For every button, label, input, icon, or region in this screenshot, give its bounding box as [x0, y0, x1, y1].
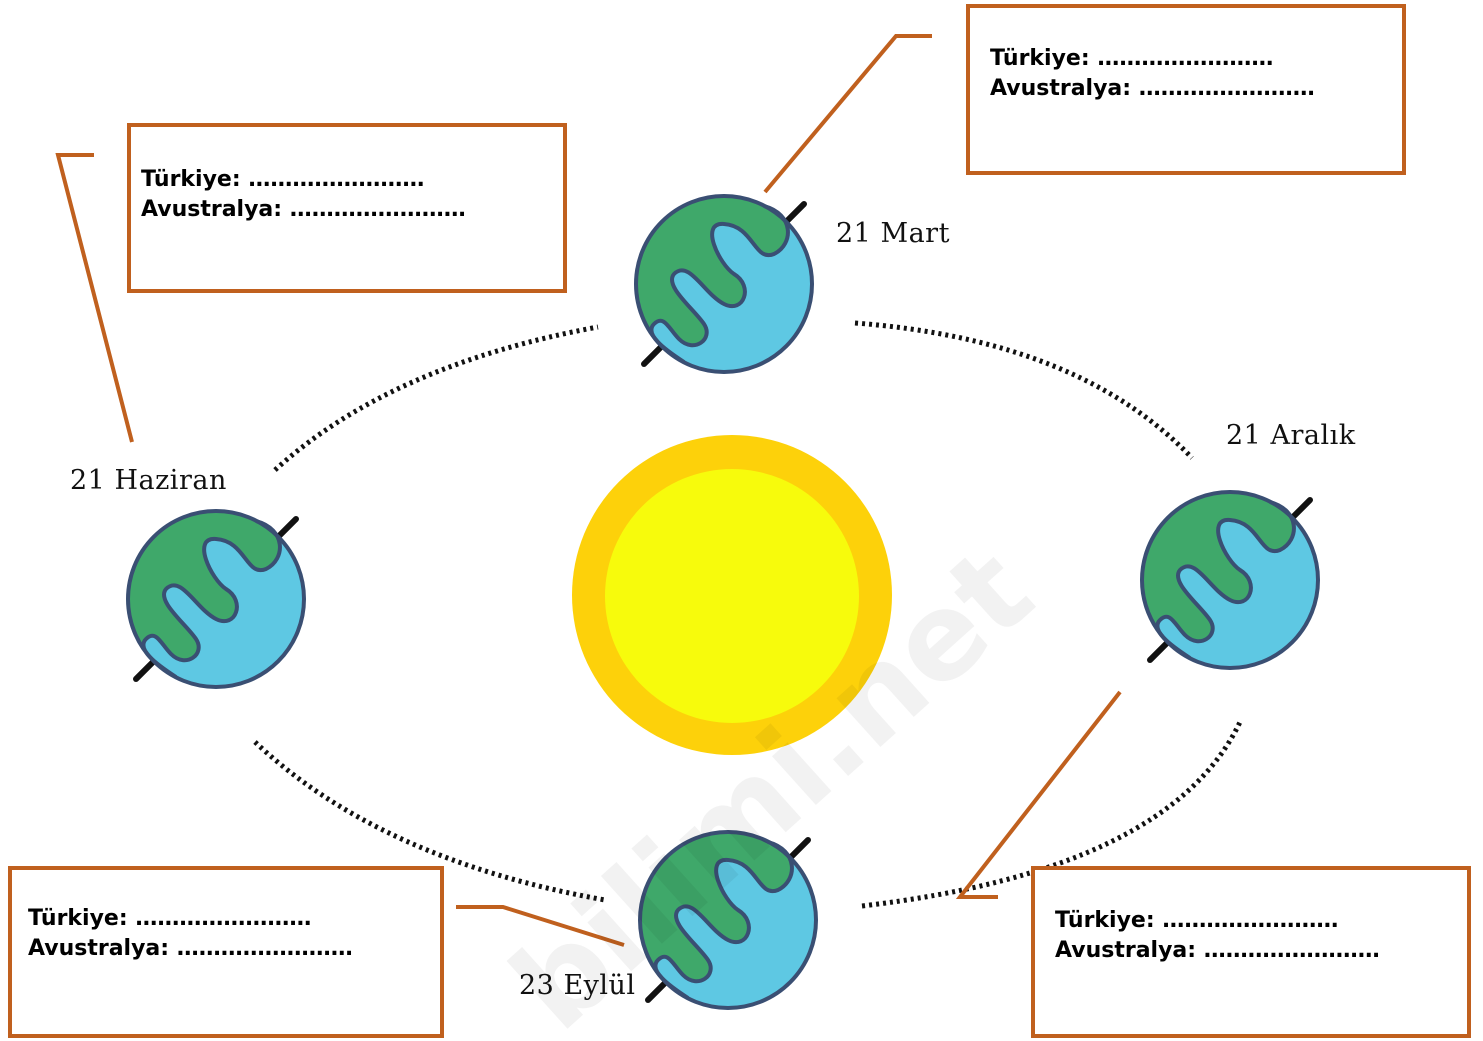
orbit-arc-top-left	[273, 324, 599, 472]
leader-line-top-left	[55, 153, 134, 443]
orbit-arc-bottom-right	[861, 720, 1243, 909]
orbit-arc-bottom-left	[253, 740, 606, 903]
australia-answer-line: Avustralya: ……………………	[28, 936, 353, 961]
answer-box-21-aralik[interactable]: Türkiye: …………………… Avustralya: ……………………	[1031, 866, 1471, 1038]
australia-answer-line: Avustralya: ……………………	[990, 76, 1315, 101]
answer-box-23-eylul[interactable]: Türkiye: …………………… Avustralya: ……………………	[8, 866, 444, 1038]
leader-line-top-right	[763, 34, 932, 194]
answer-box-21-mart[interactable]: Türkiye: …………………… Avustralya: ……………………	[966, 4, 1406, 175]
turkey-answer-line: Türkiye: ……………………	[141, 167, 425, 192]
earth-21-haziran	[128, 511, 304, 687]
label-21-haziran: 21 Haziran	[70, 465, 227, 496]
answer-box-21-haziran[interactable]: Türkiye: …………………… Avustralya: ……………………	[127, 123, 567, 293]
sun-inner	[605, 469, 859, 723]
label-23-eylul: 23 Eylül	[519, 970, 636, 1001]
earth-23-eylul	[640, 832, 816, 1008]
turkey-answer-line: Türkiye: ……………………	[28, 906, 312, 931]
earth-21-mart	[636, 196, 812, 372]
australia-answer-line: Avustralya: ……………………	[1055, 938, 1380, 963]
leader-line-bottom-right	[955, 690, 1122, 899]
label-21-mart: 21 Mart	[836, 218, 950, 249]
label-21-aralik: 21 Aralık	[1226, 420, 1356, 451]
orbit-arc-top-right	[854, 320, 1194, 460]
earth-21-aralik	[1142, 492, 1318, 668]
turkey-answer-line: Türkiye: ……………………	[1055, 908, 1339, 933]
australia-answer-line: Avustralya: ……………………	[141, 197, 466, 222]
leader-line-bottom-left	[456, 905, 625, 947]
turkey-answer-line: Türkiye: ……………………	[990, 46, 1274, 71]
